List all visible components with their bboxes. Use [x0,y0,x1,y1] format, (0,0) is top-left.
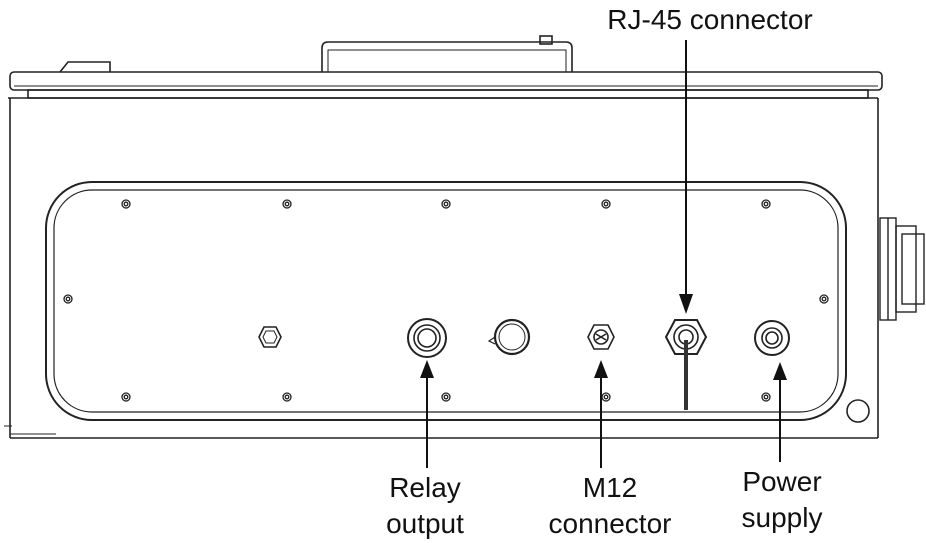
connector-panel [45,181,847,421]
label-power-line2: supply [741,502,823,533]
label-relay-output: Relay output [355,470,495,542]
label-relay-line1: Relay [389,472,461,503]
blind-plug [487,318,531,356]
label-rj45-text: RJ-45 connector [607,4,813,35]
label-relay-line2: output [386,508,464,539]
m12-connector [587,324,615,350]
hex-plug [258,326,282,348]
label-m12-line1: M12 [582,472,638,503]
label-m12-line2: connector [548,508,672,539]
handle [59,35,573,73]
callout-arrows [420,40,787,468]
enclosure-body [4,98,879,439]
label-rj45-connector: RJ-45 connector [560,2,860,38]
corner-circle [846,399,870,423]
relay-output-gland [407,318,447,358]
power-supply-gland [754,320,790,356]
rj45-gland [664,319,708,410]
lid [8,71,883,99]
label-power-line1: Power [742,466,822,497]
panel-screws [63,199,829,402]
label-m12-connector: M12 connector [530,470,690,542]
label-power-supply: Power supply [712,464,852,536]
side-connector [879,217,925,321]
